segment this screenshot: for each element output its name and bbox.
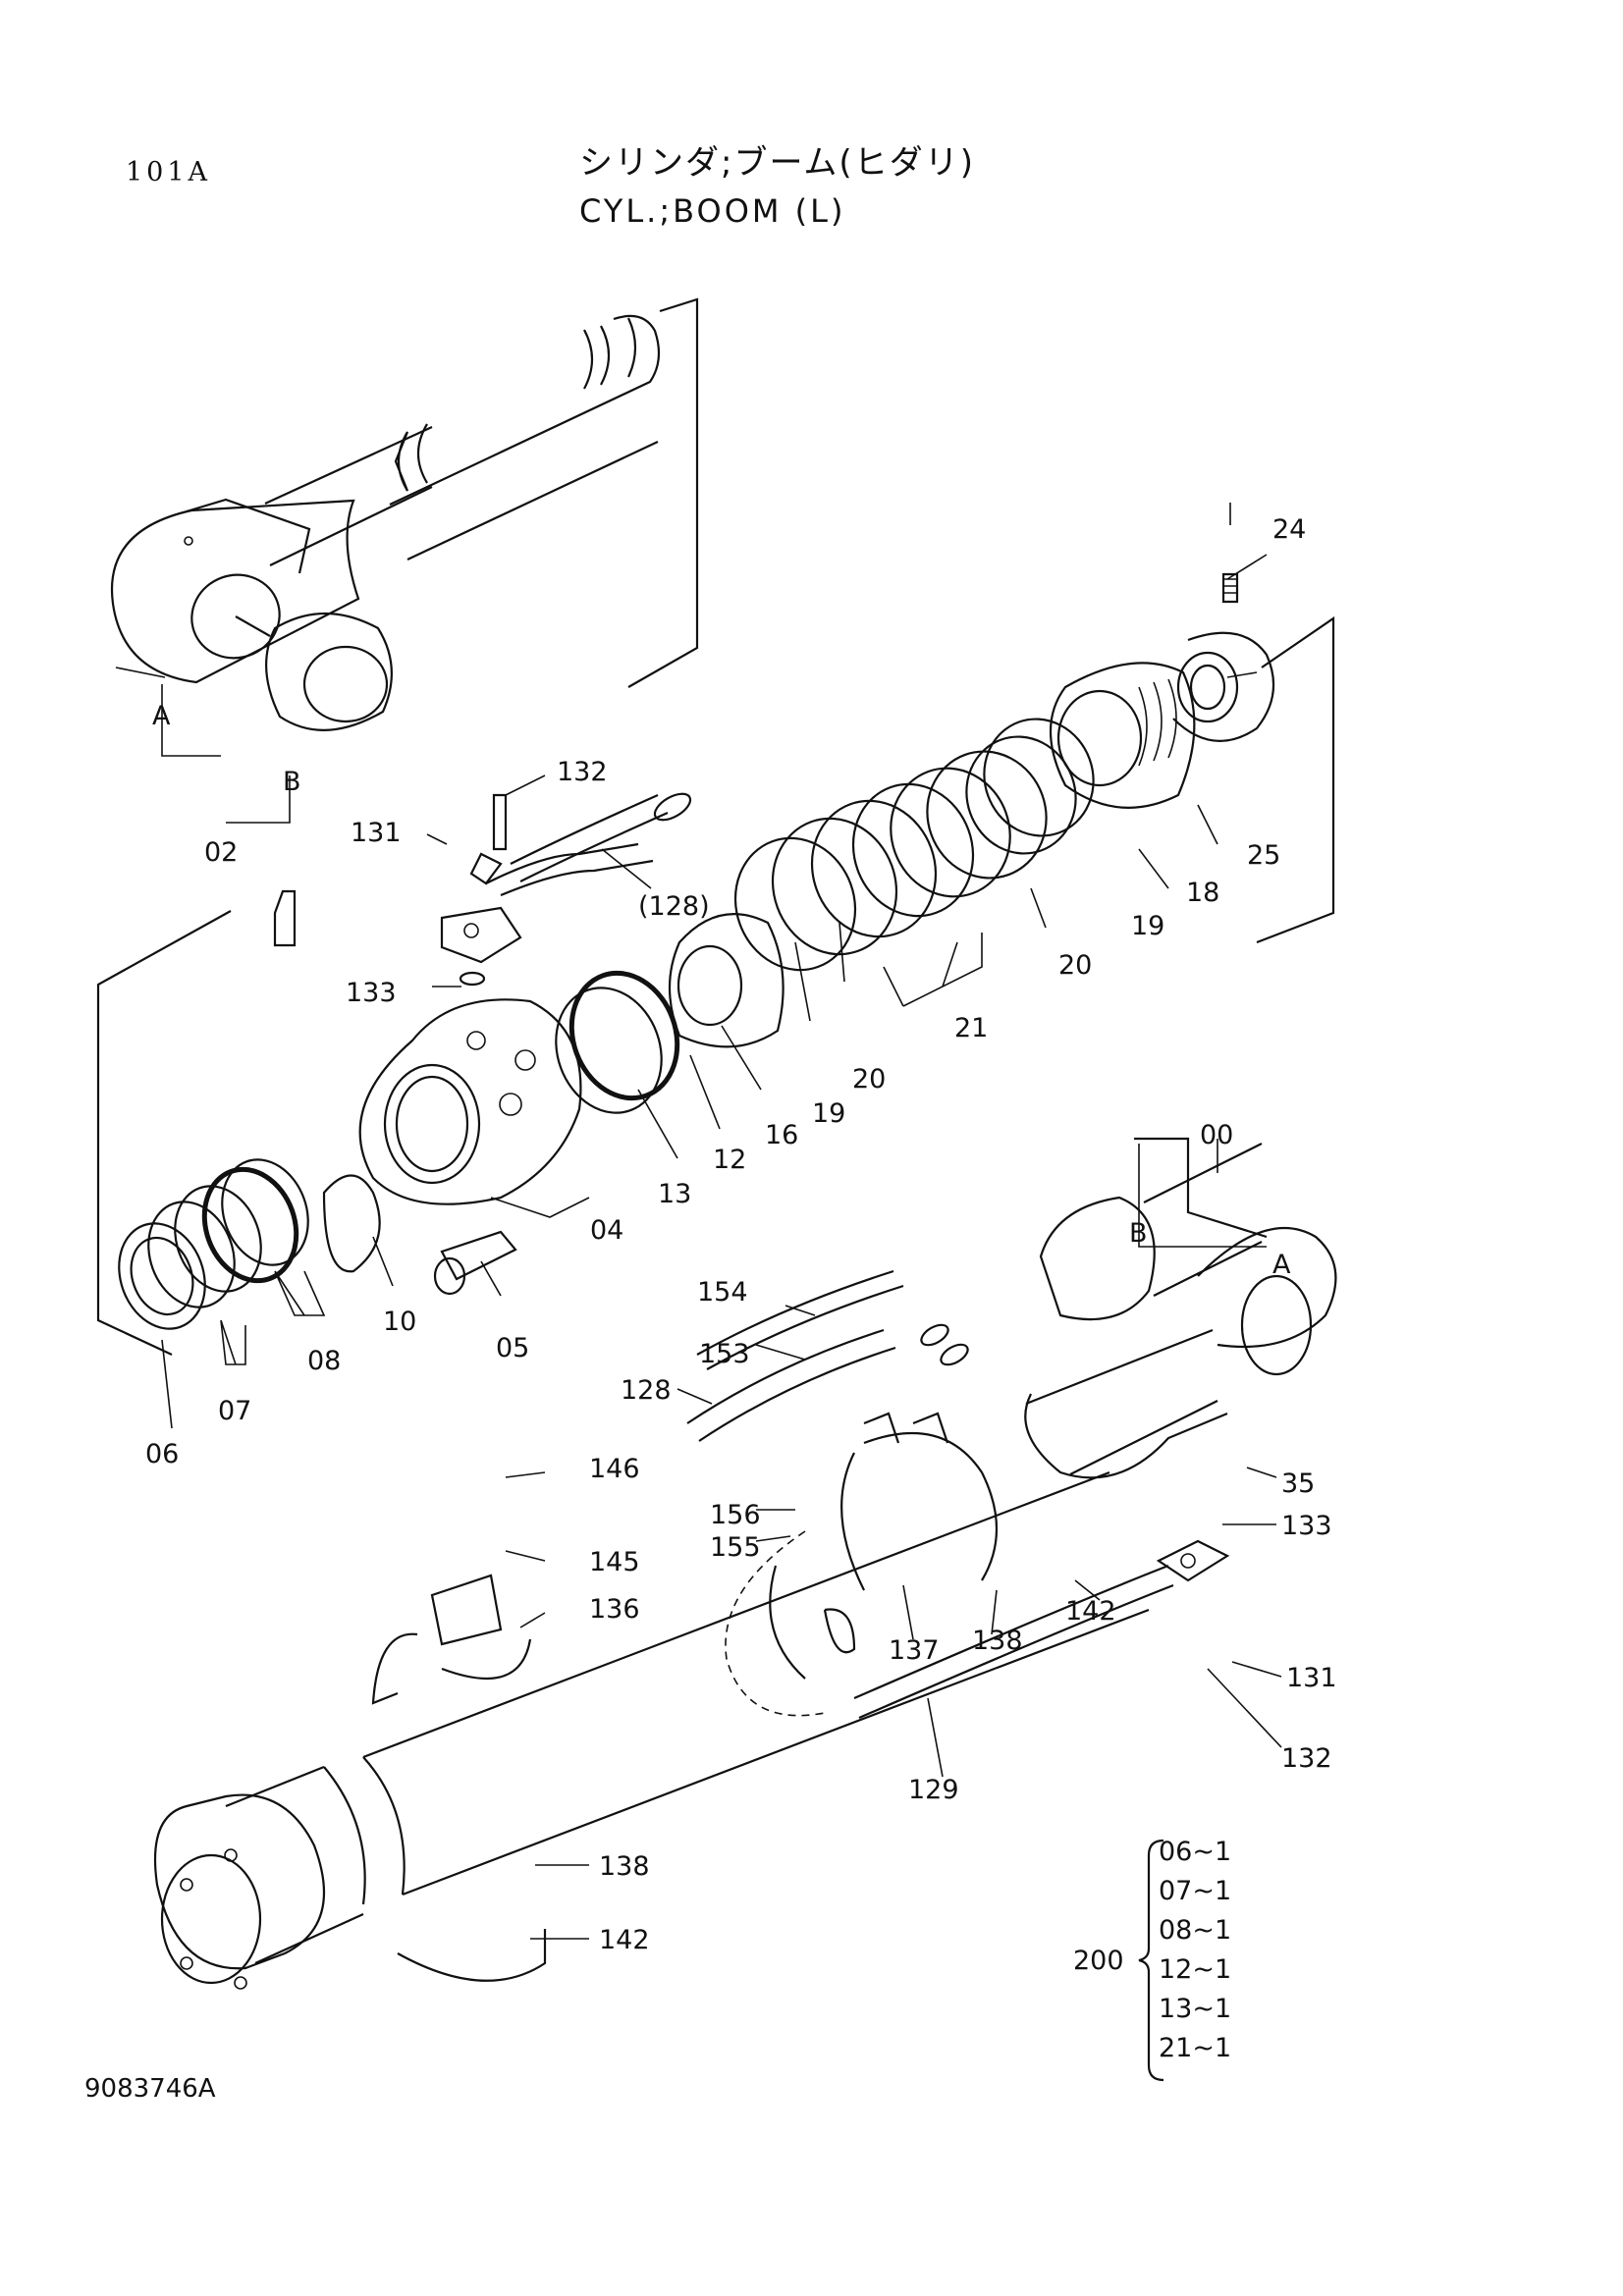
kit-item-5: 13~1 bbox=[1159, 1994, 1231, 2024]
callout-21: 21 bbox=[954, 1013, 988, 1043]
callout-132-upper: 132 bbox=[557, 757, 608, 787]
callout-18: 18 bbox=[1186, 878, 1219, 908]
callout-08: 08 bbox=[307, 1346, 341, 1376]
callout-12: 12 bbox=[713, 1145, 746, 1175]
callout-16: 16 bbox=[765, 1120, 798, 1150]
callout-129: 129 bbox=[908, 1775, 959, 1805]
callout-131-upper: 131 bbox=[351, 818, 402, 848]
title-english: CYL.;BOOM (L) bbox=[579, 192, 846, 230]
kit-item-2: 07~1 bbox=[1159, 1876, 1231, 1906]
callout-153: 153 bbox=[699, 1339, 750, 1369]
callout-20-lower: 20 bbox=[852, 1064, 886, 1095]
callout-146: 146 bbox=[589, 1454, 640, 1484]
callout-156: 156 bbox=[710, 1500, 761, 1530]
callout-24: 24 bbox=[1272, 514, 1306, 545]
callout-a-rod: A bbox=[152, 701, 171, 731]
piston-rod-drawing bbox=[110, 297, 699, 731]
callout-a-tube: A bbox=[1272, 1250, 1291, 1280]
cylinder-head-drawing bbox=[96, 792, 692, 1356]
callout-05: 05 bbox=[496, 1333, 529, 1363]
callout-128-paren: (128) bbox=[638, 891, 710, 922]
seal-kit-list: 200 06~1 07~1 08~1 12~1 13~1 21~1 bbox=[1073, 1837, 1231, 2082]
callout-20-upper: 20 bbox=[1058, 950, 1092, 981]
callout-138-middle: 138 bbox=[972, 1626, 1023, 1656]
callout-07: 07 bbox=[218, 1396, 251, 1426]
kit-item-3: 08~1 bbox=[1159, 1915, 1231, 1946]
callout-13: 13 bbox=[658, 1179, 691, 1209]
kit-label: 200 bbox=[1073, 1946, 1124, 1976]
callout-136: 136 bbox=[589, 1594, 640, 1625]
callout-25: 25 bbox=[1247, 840, 1280, 871]
callout-133-upper: 133 bbox=[346, 978, 397, 1008]
page-code: 101A bbox=[126, 157, 212, 187]
callout-b-rod: B bbox=[283, 767, 301, 797]
title-japanese: シリンダ;ブーム(ヒダリ) bbox=[579, 143, 975, 183]
callout-10: 10 bbox=[383, 1307, 416, 1337]
callout-labels: 24 25 18 19 20 21 20 19 16 12 13 04 05 1… bbox=[145, 514, 1337, 1955]
callout-19-lower: 19 bbox=[812, 1098, 845, 1129]
leader-lines bbox=[161, 554, 1282, 1940]
callout-142-middle: 142 bbox=[1065, 1596, 1116, 1627]
callout-154: 154 bbox=[697, 1277, 748, 1308]
callout-138-lower: 138 bbox=[599, 1851, 650, 1882]
callout-131-lower: 131 bbox=[1286, 1663, 1337, 1693]
callout-133-lower: 133 bbox=[1281, 1511, 1332, 1541]
callout-155: 155 bbox=[710, 1532, 761, 1563]
drawing-number: 9083746A bbox=[84, 2074, 216, 2104]
callout-137: 137 bbox=[889, 1635, 940, 1666]
callout-04: 04 bbox=[590, 1215, 623, 1246]
callout-132-lower: 132 bbox=[1281, 1743, 1332, 1774]
kit-item-1: 06~1 bbox=[1159, 1837, 1231, 1867]
callout-b-tube: B bbox=[1129, 1218, 1148, 1249]
callout-19-upper: 19 bbox=[1131, 911, 1164, 941]
piston-seal-stack-drawing bbox=[668, 503, 1335, 1048]
callout-00: 00 bbox=[1200, 1120, 1233, 1150]
callout-02: 02 bbox=[204, 837, 238, 868]
callout-145: 145 bbox=[589, 1547, 640, 1577]
callout-128: 128 bbox=[621, 1375, 672, 1406]
cylinder-tube-drawing bbox=[153, 1137, 1337, 1990]
kit-item-6: 21~1 bbox=[1159, 2033, 1231, 2063]
kit-item-4: 12~1 bbox=[1159, 1954, 1231, 1985]
callout-35: 35 bbox=[1281, 1468, 1315, 1499]
callout-142-lower: 142 bbox=[599, 1925, 650, 1955]
callout-06: 06 bbox=[145, 1439, 179, 1469]
